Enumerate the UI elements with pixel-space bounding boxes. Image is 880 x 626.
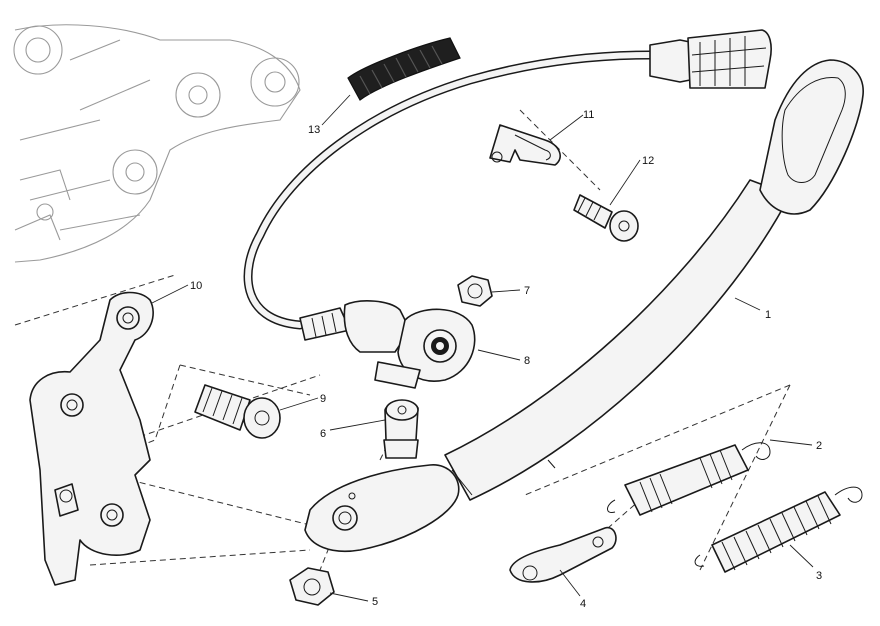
screw-12 (573, 194, 639, 242)
side-stand-part (444, 59, 864, 501)
outer-spring-3 (694, 486, 863, 573)
stand-switch-sensor (299, 300, 476, 389)
callout-8: 8 (524, 355, 530, 367)
callout-7: 7 (524, 285, 530, 297)
inner-spring-2 (607, 442, 771, 516)
callout-3: 3 (816, 570, 822, 582)
sensor-cable (243, 50, 655, 330)
spring-plate-4 (509, 526, 617, 583)
callout-11: 11 (583, 109, 594, 121)
callout-10: 10 (190, 280, 202, 292)
pivot-pin-6 (383, 399, 419, 459)
cable-clip-11 (489, 124, 561, 166)
callout-13: 13 (308, 124, 320, 136)
hex-nut-5 (289, 567, 335, 606)
bolt-9 (194, 384, 281, 439)
callout-12: 12 (642, 155, 654, 167)
callout-4: 4 (580, 598, 586, 610)
mounting-bracket-10 (29, 291, 154, 586)
stand-pivot-end (304, 464, 460, 553)
callout-5: 5 (372, 596, 378, 608)
engine-casing-background (13, 24, 301, 263)
callout-1: 1 (765, 309, 771, 321)
cable-connector-plug (649, 29, 772, 89)
callout-2: 2 (816, 440, 822, 452)
callout-labels: 1 2 3 4 5 6 7 8 9 10 11 12 13 (190, 109, 822, 610)
callout-9: 9 (320, 393, 326, 405)
callout-leader-lines (151, 94, 814, 602)
callout-6: 6 (320, 428, 326, 440)
hex-nut-7 (457, 275, 493, 307)
rubber-grommet-part (347, 37, 461, 101)
